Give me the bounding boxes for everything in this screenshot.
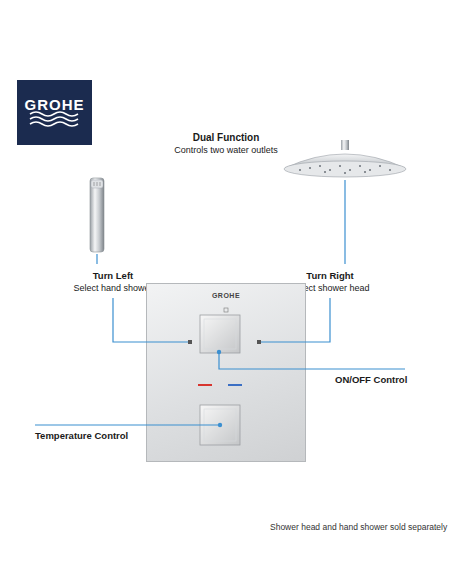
callout-heading: Turn Left [93,271,133,282]
leader-lines [97,180,345,264]
callout-heading: ON/OFF Control [335,375,407,386]
callout-text: Select hand shower [73,283,152,293]
subtitle: Controls two water outlets [174,145,278,155]
diagram-title: Dual Function [193,132,260,144]
shower-head [284,140,406,177]
brand-name: GROHE [17,96,92,113]
caption-note: Shower head and hand shower sold separat… [270,523,447,533]
brand-name: GROHE [147,292,305,300]
callout-heading: Turn Right [306,271,353,282]
brand-logo: GROHE [17,80,92,145]
valve-faceplate: GROHE [146,283,306,462]
hand-shower [90,178,104,252]
callout-heading: Temperature Control [35,431,128,442]
